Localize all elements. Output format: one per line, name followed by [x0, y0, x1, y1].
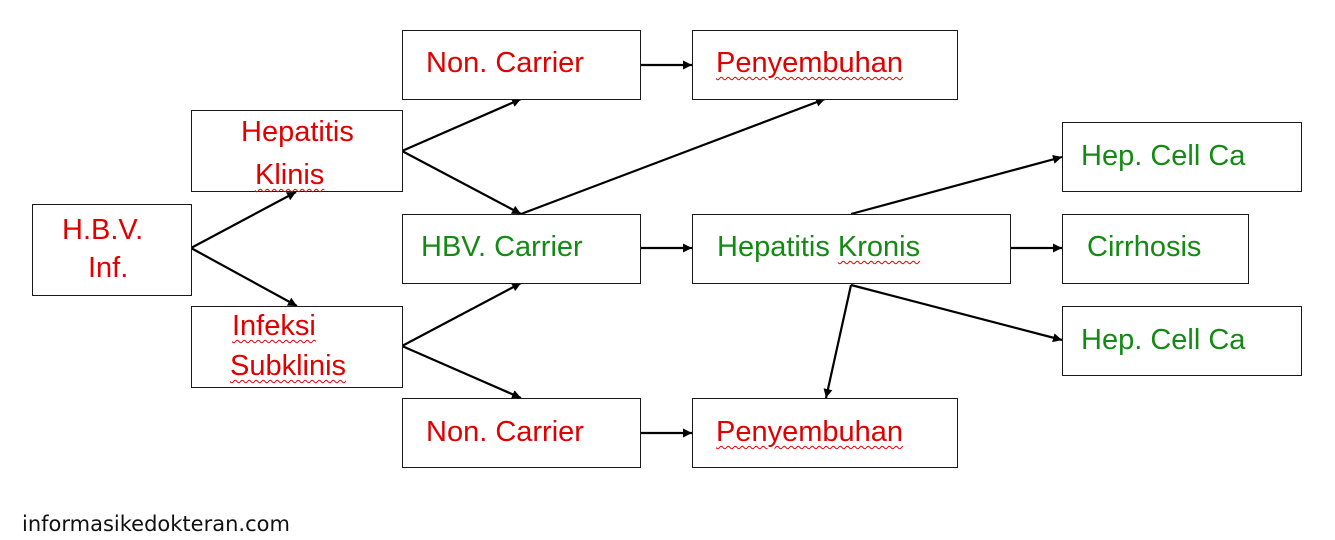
node-hep-cell-ca-bottom: Hep. Cell Ca: [1062, 306, 1302, 376]
node-hepatitis-klinis-line2: Klinis: [255, 159, 325, 191]
node-non-carrier-bottom: Non. Carrier: [402, 398, 641, 468]
arrow-kronis-to-hep-cell-ca-top: [850, 155, 1063, 216]
node-hbv-inf-line2: Inf.: [88, 252, 129, 284]
node-hep-cell-ca-bottom-label: Hep. Cell Ca: [1081, 324, 1246, 356]
arrow-subklinis-to-hbv-carrier: [401, 282, 522, 347]
node-penyembuhan-top: Penyembuhan: [692, 30, 958, 100]
arrow-kronis-to-penyembuhan-bottom: [823, 284, 853, 399]
arrow-kronis-to-hep-cell-ca-bottom: [850, 283, 1063, 343]
node-penyembuhan-top-label: Penyembuhan: [716, 47, 904, 79]
node-hepatitis-kronis-label: Hepatitis Kronis: [717, 230, 920, 264]
node-penyembuhan-bottom-label: Penyembuhan: [716, 416, 904, 448]
arrow-klinis-to-hbv-carrier: [401, 150, 522, 215]
node-penyembuhan-bottom: Penyembuhan: [692, 398, 958, 468]
node-hep-cell-ca-top-label: Hep. Cell Ca: [1081, 140, 1246, 172]
node-non-carrier-top: Non. Carrier: [402, 30, 641, 100]
node-hbv-carrier: HBV. Carrier: [402, 214, 641, 284]
node-hbv-inf-line1: H.B.V.: [62, 214, 144, 246]
node-infeksi-subklinis-line2: Subklinis: [230, 350, 347, 382]
node-hepatitis-kronis-word2: Kronis: [837, 231, 921, 263]
node-hepatitis-kronis: Hepatitis Kronis: [692, 214, 1011, 284]
watermark-text: informasikedokteran.com: [22, 512, 290, 536]
node-cirrhosis-label: Cirrhosis: [1087, 231, 1202, 263]
node-hepatitis-klinis-line1: Hepatitis: [241, 116, 354, 148]
arrow-klinis-to-non-carrier: [401, 97, 522, 153]
node-non-carrier-bottom-label: Non. Carrier: [426, 416, 584, 448]
node-hep-cell-ca-top: Hep. Cell Ca: [1062, 122, 1302, 192]
node-infeksi-subklinis-line1: Infeksi: [232, 310, 316, 342]
node-non-carrier-top-label: Non. Carrier: [426, 47, 584, 79]
arrow-hbv-to-hepatitis-klinis: [190, 191, 297, 249]
arrow-hbv-to-infeksi-subklinis: [190, 247, 298, 307]
arrow-hbv-carrier-to-penyembuhan-top: [520, 97, 826, 216]
node-hbv-carrier-label: HBV. Carrier: [421, 231, 583, 263]
node-cirrhosis: Cirrhosis: [1062, 214, 1249, 284]
node-hepatitis-klinis: Hepatitis Klinis: [191, 110, 403, 192]
node-hbv-inf: H.B.V. Inf.: [32, 204, 192, 296]
node-hepatitis-kronis-word1: Hepatitis: [717, 231, 838, 263]
arrow-subklinis-to-non-carrier: [401, 344, 522, 400]
node-infeksi-subklinis: Infeksi Subklinis: [191, 306, 403, 388]
